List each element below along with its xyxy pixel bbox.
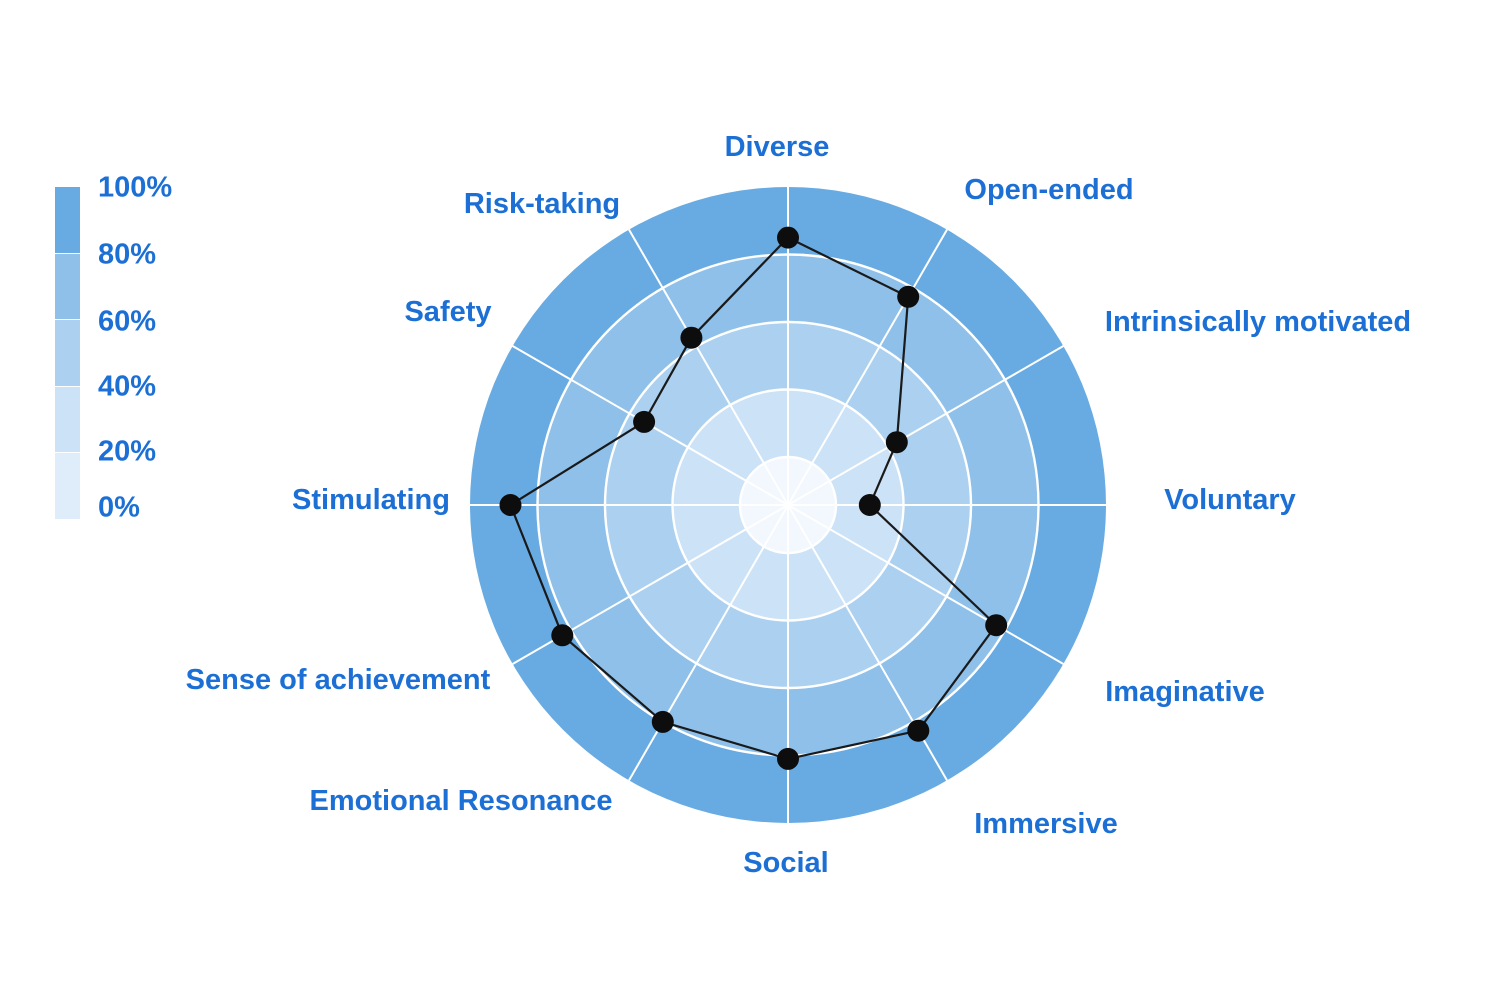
point-intrinsically-motivated [885,431,908,454]
point-diverse [777,226,799,249]
point-imaginative [985,614,1008,637]
point-risk-taking [680,326,703,349]
legend-patch-80pct [55,253,80,321]
legend-tick-20pct: 20% [98,435,157,468]
radar-ring [603,320,973,690]
radar-spoke [787,345,1064,506]
radar-grid [470,187,1106,823]
axis-label-social: Social [743,847,828,879]
point-social [777,747,799,770]
axis-label-diverse: Diverse [725,131,830,163]
legend-tick-0pct: 0% [98,491,140,524]
point-stimulating [499,494,522,516]
axis-label-stimulating: Stimulating [292,484,450,516]
point-open-ended [897,285,920,308]
legend-patch-100pct [55,187,80,254]
radar-ring [671,388,905,622]
axis-label-intrinsically-motivated: Intrinsically motivated [1105,306,1411,338]
axis-label-open-ended: Open-ended [964,174,1133,206]
axis-label-voluntary: Voluntary [1164,484,1296,516]
axis-label-immersive: Immersive [974,808,1118,840]
axis-label-sense-of-achievement: Sense of achievement [186,664,491,696]
legend-tick-80pct: 80% [98,238,157,271]
point-sense-of-achievement [551,624,574,647]
radar-ring [738,455,838,555]
legend-tick-40pct: 40% [98,370,157,403]
axis-label-emotional-resonance: Emotional Resonance [310,785,613,817]
legend-patch-60pct [55,320,80,387]
point-voluntary [858,494,881,516]
legend-patch-20pct [55,453,80,519]
radar-spoke [628,504,789,781]
axis-label-imaginative: Imaginative [1105,676,1265,708]
radar-spoke [628,229,789,506]
legend-patch-40pct [55,386,80,454]
radar-points [499,226,1008,770]
point-safety [633,410,656,433]
legend-tick-60pct: 60% [98,305,157,338]
radar-spoke [787,504,1064,665]
legend-tick-100pct: 100% [98,171,173,204]
legend-color-bar [55,187,80,519]
radar-spoke [787,229,948,506]
axis-label-safety: Safety [404,296,491,328]
axis-label-risk-taking: Risk-taking [464,188,620,220]
color-scale-legend: 100% 80% 60% 40% 20% 0% [55,172,255,524]
point-immersive [907,719,930,742]
point-emotional-resonance [651,710,674,733]
